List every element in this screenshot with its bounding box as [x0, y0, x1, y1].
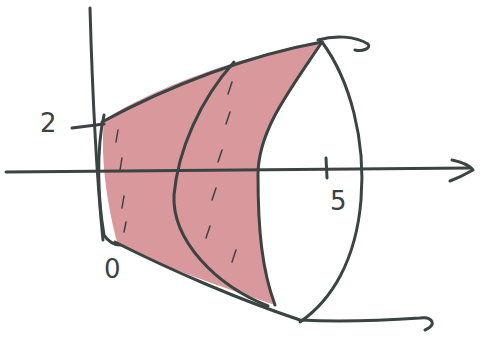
- inner-boundary: [258, 42, 322, 305]
- horizontal-axis: [6, 168, 470, 172]
- axis-value: 5: [330, 188, 347, 214]
- top-curve: [102, 42, 322, 122]
- shaded-region: [103, 42, 322, 305]
- hatch-marks: [116, 82, 236, 262]
- axis-value: 2: [40, 110, 57, 136]
- tick-mark: [326, 158, 327, 178]
- tick-mark: [72, 124, 104, 128]
- axis-arrowhead: [450, 160, 473, 181]
- bottom-curve: [115, 242, 432, 330]
- cross-section: [174, 62, 268, 306]
- outer-ellipse: [300, 42, 362, 322]
- left-edge: [99, 115, 120, 245]
- axis-value: 0: [104, 256, 121, 282]
